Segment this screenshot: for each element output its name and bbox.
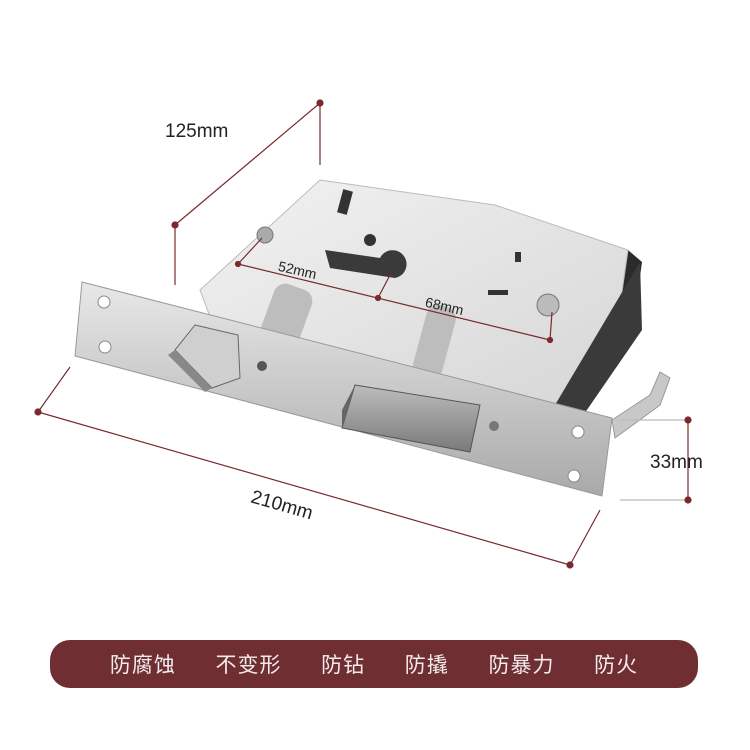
tail-piece [611,371,671,439]
feature-anti-force: 防暴力 [488,653,555,677]
feature-anticorrosion: 防腐蚀 [109,653,176,677]
feature-anti-drill: 防钻 [321,653,366,677]
depth-dimension-label: 125mm [165,121,229,142]
latch-bolt [168,324,241,392]
feature-no-deformation: 不变形 [215,653,282,677]
feature-anti-pry: 防撬 [404,653,449,677]
feature-banner: 防腐蚀 不变形 防钻 防撬 防暴力 防火 [50,640,698,688]
faceplate-width-label: 33mm [650,452,703,473]
dimension-lines [34,99,692,569]
deadbolt [341,384,481,453]
feature-fireproof: 防火 [594,653,639,677]
